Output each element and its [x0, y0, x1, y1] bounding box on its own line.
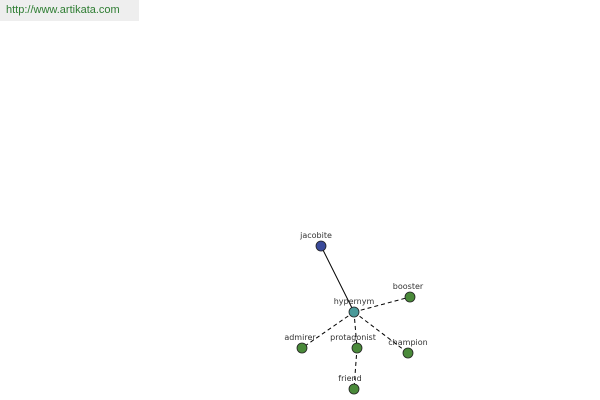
edge-jacobite-hypernym: [320, 245, 355, 313]
node-booster-dot[interactable]: [404, 291, 416, 303]
node-friend-dot[interactable]: [348, 383, 360, 395]
node-admirer[interactable]: admirer: [284, 333, 316, 354]
edges-layer: [301, 245, 411, 390]
node-champion-label[interactable]: champion: [388, 338, 427, 347]
node-hypernym[interactable]: hypernym: [334, 297, 375, 318]
source-url-text[interactable]: http://www.artikata.com: [6, 4, 120, 16]
node-protagonist-dot[interactable]: [351, 342, 363, 354]
node-jacobite-label[interactable]: jacobite: [299, 231, 332, 240]
node-admirer-dot[interactable]: [296, 342, 308, 354]
node-admirer-label[interactable]: admirer: [284, 333, 316, 342]
edge-hypernym-champion: [353, 311, 409, 354]
node-friend[interactable]: friend: [338, 374, 362, 395]
node-jacobite-dot[interactable]: [315, 240, 327, 252]
node-jacobite[interactable]: jacobite: [299, 231, 332, 252]
edge-hypernym-booster: [353, 296, 411, 313]
node-hypernym-dot[interactable]: [348, 306, 360, 318]
node-champion[interactable]: champion: [388, 338, 428, 359]
edge-hypernym-admirer: [301, 311, 355, 349]
node-protagonist-label[interactable]: protagonist: [330, 333, 376, 342]
node-booster-label[interactable]: booster: [393, 282, 424, 291]
node-friend-label[interactable]: friend: [338, 374, 361, 383]
node-hypernym-label[interactable]: hypernym: [334, 297, 375, 306]
node-booster[interactable]: booster: [393, 282, 424, 303]
nodes-layer: jacobite hypernym booster admirer protag…: [284, 231, 428, 395]
source-url-banner[interactable]: http://www.artikata.com: [0, 0, 139, 21]
node-champion-dot[interactable]: [402, 347, 414, 359]
node-protagonist[interactable]: protagonist: [330, 333, 376, 354]
edge-hypernym-protagonist: [353, 311, 358, 349]
